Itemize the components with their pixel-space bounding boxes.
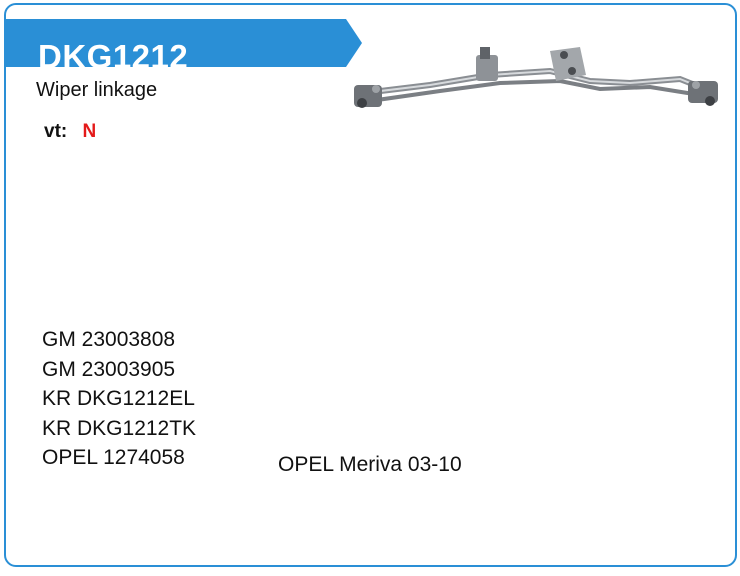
cross-reference-list: GM 23003808 GM 23003905 KR DKG1212EL KR … (42, 325, 196, 473)
cross-reference-item: KR DKG1212TK (42, 416, 197, 440)
product-code: DKG1212 (38, 38, 189, 75)
wiper-linkage-image (354, 47, 718, 108)
vt-row: vt: N (44, 121, 96, 143)
cross-reference-item: KR DKG1212EL (42, 387, 195, 410)
cross-reference-item: GM 23003905 (42, 357, 176, 381)
cross-reference-item: GM 23003808 (42, 328, 176, 351)
product-card: DKG1212 Wiper linkage vt: N GM 23003808 … (4, 3, 737, 567)
vt-label: vt: (44, 121, 68, 142)
banner-ribbon-shape (6, 19, 362, 67)
product-name: Wiper linkage (36, 79, 158, 101)
product-code-banner: DKG1212 (6, 19, 362, 75)
vt-value: N (82, 121, 97, 142)
vehicle-application: OPEL Meriva 03-10 (278, 453, 462, 476)
cross-reference-item: OPEL 1274058 (42, 446, 185, 469)
